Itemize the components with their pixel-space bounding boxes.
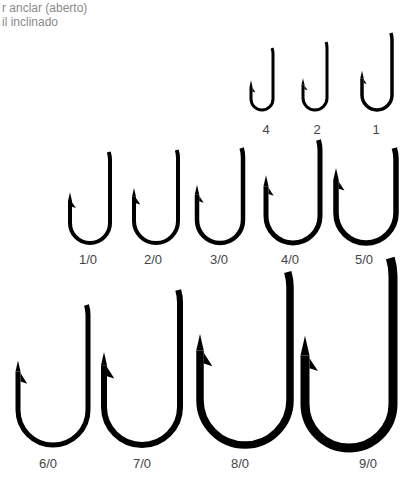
hook-size-label: 2 xyxy=(313,123,320,136)
fish-hook xyxy=(305,258,393,448)
fish-hook xyxy=(269,188,274,196)
fish-hook xyxy=(18,305,88,445)
fish-hook xyxy=(302,78,305,85)
fish-hook xyxy=(68,192,72,201)
hook-size-label: 1/0 xyxy=(79,253,97,266)
fish-hook xyxy=(336,148,396,243)
fish-hook xyxy=(136,198,140,205)
hook-size-label: 3/0 xyxy=(210,253,228,266)
fish-hook xyxy=(196,334,204,351)
hook-size-label: 6/0 xyxy=(39,457,57,470)
fish-hook xyxy=(253,88,256,93)
fish-hook xyxy=(305,86,308,91)
fish-hook xyxy=(264,175,269,186)
fish-hook xyxy=(204,353,213,367)
fish-hook xyxy=(360,71,364,79)
fish-hook xyxy=(339,182,345,191)
hook-size-label: 1 xyxy=(372,123,379,136)
fish-hook xyxy=(197,148,243,243)
hook-size-label: 4/0 xyxy=(281,253,299,266)
fish-hook xyxy=(107,367,114,379)
hook-size-label: 5/0 xyxy=(355,253,373,266)
hook-size-label: 9/0 xyxy=(359,457,377,470)
fish-hook xyxy=(251,48,273,110)
fish-hook xyxy=(301,336,310,356)
fish-hook xyxy=(104,290,180,445)
fish-hook xyxy=(250,80,253,87)
fish-hook xyxy=(195,185,200,195)
hook-size-label: 8/0 xyxy=(231,457,249,470)
fish-hook xyxy=(362,33,392,110)
hook-size-label: 2/0 xyxy=(144,253,162,266)
fish-hook xyxy=(132,188,136,197)
fish-hook xyxy=(200,272,290,445)
fish-hook xyxy=(72,202,76,208)
fish-hook xyxy=(364,80,367,84)
fish-hook xyxy=(70,152,110,243)
fish-hook xyxy=(21,373,28,384)
hook-size-label: 4 xyxy=(262,123,269,136)
fish-hook xyxy=(303,42,327,110)
fish-hook xyxy=(266,140,320,243)
note-text: r anclar (aberto) xyxy=(2,2,87,14)
fish-hook xyxy=(16,361,21,372)
fish-hook xyxy=(134,150,178,243)
fish-hook xyxy=(199,196,203,203)
fish-hook xyxy=(101,352,107,365)
fish-hook xyxy=(333,168,339,180)
note-text: il inclinado xyxy=(2,16,58,28)
fish-hook xyxy=(310,358,318,371)
hook-size-label: 7/0 xyxy=(133,457,151,470)
